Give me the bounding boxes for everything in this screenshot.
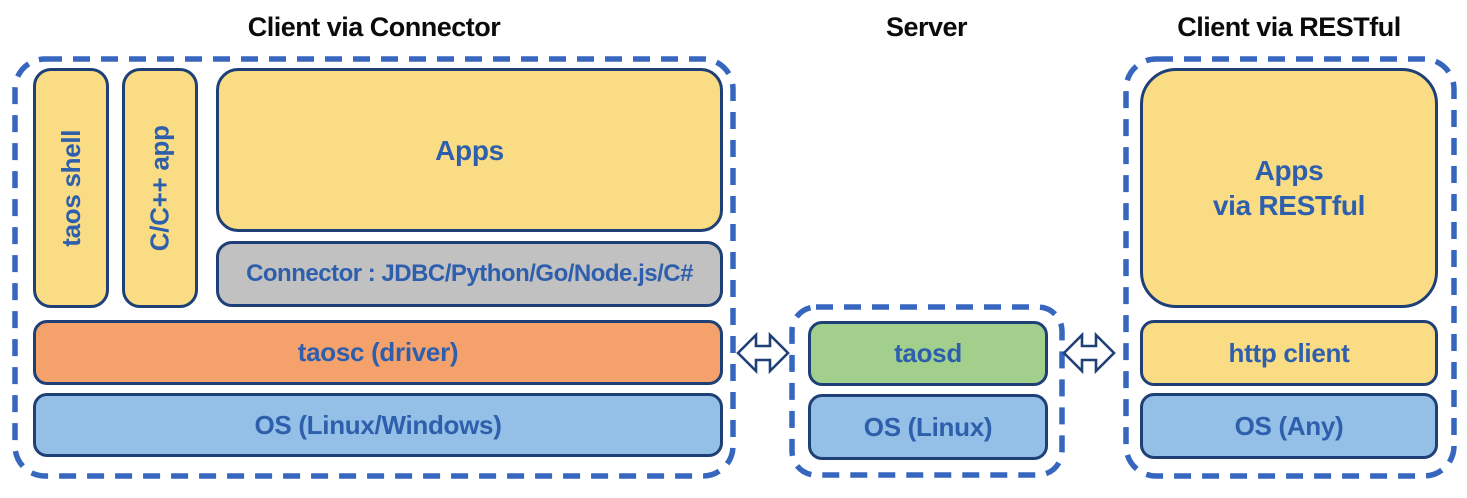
taosd-label: taosd [894, 338, 962, 369]
os-any-label: OS (Any) [1234, 410, 1344, 441]
client-restful-title: Client via RESTful [1177, 12, 1401, 42]
connector-label: Connector : JDBC/Python/Go/Node.js/C# [246, 260, 693, 287]
os-any-box: OS (Any) [1140, 393, 1438, 459]
taosd-box: taosd [808, 321, 1048, 386]
cpp-app-box: C/C++ app [122, 68, 198, 308]
taos-shell-box: taos shell [33, 68, 109, 308]
apps-via-restful-box: Apps via RESTful [1140, 68, 1438, 308]
cpp-app-label: C/C++ app [144, 125, 175, 251]
apps-via-restful-label: Apps via RESTful [1212, 155, 1366, 221]
os-linux-windows-label: OS (Linux/Windows) [254, 409, 502, 440]
apps-box: Apps [216, 68, 723, 232]
client-connector-boundary [12, 56, 736, 479]
os-linux-box: OS (Linux) [808, 394, 1048, 460]
os-linux-label: OS (Linux) [863, 411, 993, 442]
taos-shell-label: taos shell [55, 129, 86, 247]
client-restful-boundary [1123, 56, 1457, 479]
client-connector-title: Client via Connector [247, 12, 501, 42]
os-linux-windows-box: OS (Linux/Windows) [33, 393, 723, 457]
taosc-driver-label: taosc (driver) [297, 337, 459, 368]
server-title: Server [885, 12, 968, 42]
taosc-driver-box: taosc (driver) [33, 320, 723, 385]
connector-box: Connector : JDBC/Python/Go/Node.js/C# [216, 241, 723, 307]
apps-label: Apps [435, 134, 504, 166]
server-boundary [789, 304, 1065, 478]
left-link-arrow-icon [736, 331, 790, 375]
right-link-arrow-icon [1062, 331, 1116, 375]
http-client-label: http client [1228, 337, 1350, 368]
http-client-box: http client [1140, 320, 1438, 386]
